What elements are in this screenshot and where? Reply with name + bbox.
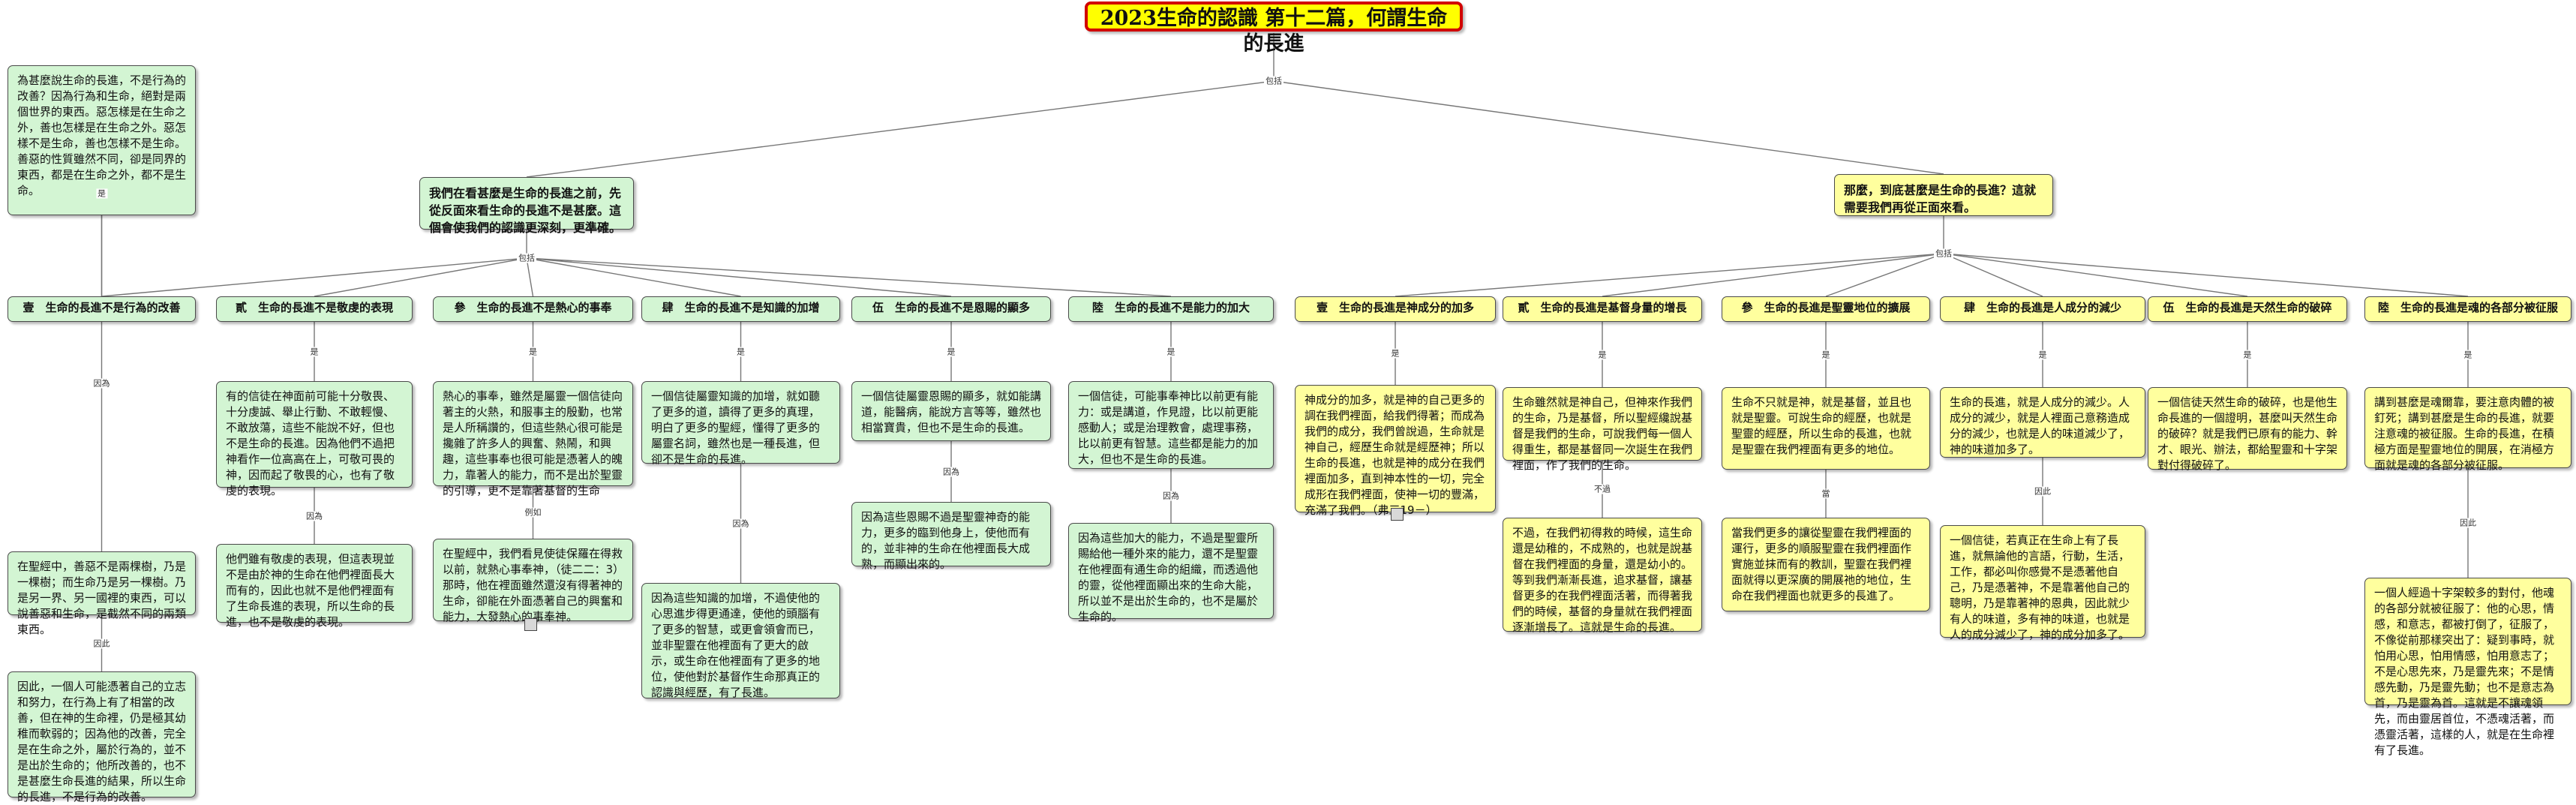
connector-line xyxy=(314,257,527,297)
relation-label: 因為 xyxy=(731,518,751,528)
right-note[interactable]: 生命雖然就是神自己，但神來作我們的生命，乃是基督，所以聖經纔說基督是我們的生命，… xyxy=(1503,387,1702,472)
left-topic[interactable]: 肆 生命的長進不是知識的加增 xyxy=(641,296,840,322)
relation-label: 是 xyxy=(527,347,539,356)
relation-label: 是 xyxy=(2241,350,2253,359)
right-topic[interactable]: 壹 生命的長進是神成分的加多 xyxy=(1295,296,1496,322)
right-note[interactable]: 當我們更多的讓從聖靈在我們裡面的運行，更多的順服聖靈在我們裡面作實施並抹而有的教… xyxy=(1722,518,1930,611)
right-topic[interactable]: 陸 生命的長進是魂的各部分被征服 xyxy=(2364,296,2571,322)
connector-line xyxy=(526,257,534,297)
connector-line xyxy=(1943,253,2469,297)
relation-label: 是 xyxy=(1389,348,1401,359)
connector-line xyxy=(1943,253,2248,297)
left-note[interactable]: 因此，一個人可能憑著自己的立志和努力，在行為上有了相當的改善，但在神的生命裡，仍… xyxy=(8,671,196,803)
left-note[interactable]: 一個信徒，可能事奉神比以前更有能力：或是講道，作見證，比以前更能感動人；或是治理… xyxy=(1068,381,1274,469)
connector-line xyxy=(526,257,741,297)
relation-label: 因此 xyxy=(92,638,112,648)
relation-label: 是 xyxy=(1165,347,1177,356)
relation-label: 因為 xyxy=(1161,491,1181,501)
left-note[interactable]: 為甚麼說生命的長進，不是行為的改善？因為行為和生命，絕對是兩個世界的東西。惡怎樣… xyxy=(8,65,196,215)
right-topic[interactable]: 貳 生命的長進是基督身量的增長 xyxy=(1503,296,1702,322)
left-note[interactable]: 在聖經中，我們看見使徒保羅在得救以前，就熱心事奉神，（徒二二：3）那時，他在裡面… xyxy=(433,539,633,623)
right-topic[interactable]: 肆 生命的長進是人成分的減少 xyxy=(1940,296,2145,322)
left-topic[interactable]: 參 生命的長進不是熱心的事奉 xyxy=(433,296,633,322)
root-topic[interactable]: 2023生命的認識 第十二篇，何謂生命的長進 xyxy=(1085,2,1463,56)
right-note[interactable]: 一個信徒天然生命的破碎，也是他生命長進的一個證明，甚麼叫天然生命的破碎？就是我們… xyxy=(2148,387,2347,472)
relation-label: 是 xyxy=(308,347,320,356)
right-note[interactable]: 神成分的加多，就是神的自己更多的調在我們裡面，給我們得著；而成為我們的成分，我們… xyxy=(1295,385,1496,517)
left-note[interactable]: 一個信徒屬靈知識的加增，就如聽了更多的道，讀得了更多的真理，明白了更多的聖經，懂… xyxy=(641,381,840,466)
relation-label: 是 xyxy=(735,347,746,356)
relation-label: 是 xyxy=(1596,350,1608,359)
attachment-note-icon[interactable] xyxy=(524,618,537,631)
right-note[interactable]: 生命的長進，就是人成分的減少。人成分的減少，就是人裡面己意務造成分的減少，也就是… xyxy=(1940,387,2145,458)
right-note[interactable]: 不過，在我們初得救的時候，這生命還是幼稚的，不成熟的，也就是說基督在我們裡面的身… xyxy=(1503,518,1702,634)
left-topic[interactable]: 陸 生命的長進不是能力的加大 xyxy=(1068,296,1274,322)
relation-label: 不過 xyxy=(1593,484,1612,494)
connector-line xyxy=(1943,253,2043,297)
relation-label: 包括 xyxy=(1934,248,1953,259)
relation-label: 是 xyxy=(2037,350,2049,359)
relation-label: 因為 xyxy=(305,511,324,521)
connector-line xyxy=(526,80,1274,178)
left-note[interactable]: 在聖經中，善惡不是兩棵樹，乃是一棵樹；而生命乃是另一棵樹。乃是另一界、另一國裡的… xyxy=(8,551,196,636)
connector-line xyxy=(1602,253,1944,297)
relation-label: 例如 xyxy=(523,507,543,518)
right-topic[interactable]: 伍 生命的長進是天然生命的破碎 xyxy=(2148,296,2347,322)
relation-label: 因為 xyxy=(92,378,112,389)
relation-label: 因此 xyxy=(2033,486,2052,497)
right-topic[interactable]: 參 生命的長進是聖靈地位的擴展 xyxy=(1722,296,1930,322)
left-topic[interactable]: 壹 生命的長進不是行為的改善 xyxy=(8,296,196,322)
left-note[interactable]: 有的信徒在神面前可能十分敬畏、十分虔誠、舉止行動、不敢輕慢、不敢放蕩，這些不能說… xyxy=(216,381,413,497)
left-note[interactable]: 熱心的事奉，雖然是屬靈一個信徒向著主的火熱，和服事主的殷勤，也常是人所稱讚的，但… xyxy=(433,381,633,497)
left-note[interactable]: 因為這些加大的能力，不過是聖靈所賜給他一種外來的能力，還不是聖靈在他裡面有通生命… xyxy=(1068,523,1274,623)
left-note[interactable]: 因為這些恩賜不過是聖靈神奇的能力，更多的臨到他身上，使他而有的，並非神的生命在他… xyxy=(851,502,1051,571)
connector-line xyxy=(1273,80,1944,175)
relation-label: 是 xyxy=(96,188,107,199)
left-note[interactable]: 因為這些知識的加增，不過使他的心思進步得更通達，使他的頭腦有了更多的智慧，或更會… xyxy=(641,583,840,699)
connector-line xyxy=(1395,253,1944,297)
right-note[interactable]: 一個信徒，若真正在生命上有了長進，就無論他的言語，行動，生活，工作，都必叫你感覺… xyxy=(1940,525,2145,641)
right-note[interactable]: 一個人經過十字架較多的對付，他魂的各部分就被征服了：他的心思，情感，和意志，都被… xyxy=(2364,578,2571,757)
left-topic[interactable]: 貳 生命的長進不是敬虔的表現 xyxy=(216,296,413,322)
connector-line xyxy=(526,257,952,297)
left-branch-topic[interactable]: 我們在看甚麼是生命的長進之前，先從反面來看生命的長進不是甚麼。這個會使我們的認識… xyxy=(419,177,634,235)
relation-label: 因此 xyxy=(2458,518,2478,528)
relation-label: 因為 xyxy=(941,467,961,476)
relation-label: 是 xyxy=(2462,350,2474,359)
relation-label: 是 xyxy=(1820,350,1832,359)
left-topic[interactable]: 伍 生命的長進不是恩賜的顯多 xyxy=(851,296,1051,322)
relation-label: 包括 xyxy=(517,253,536,263)
connector-line xyxy=(526,257,1172,297)
relation-label: 是 xyxy=(945,347,957,356)
connector-line xyxy=(101,257,527,297)
left-note[interactable]: 他們雖有敬虔的表現，但這表現並不是由於神的生命在他們裡面長大而有的，因此也就不是… xyxy=(216,544,413,629)
attachment-note-icon[interactable] xyxy=(1391,508,1404,521)
left-note[interactable]: 一個信徒屬靈恩賜的顯多，就如能講道，能醫病，能說方言等等，雖然也相當寶貴，但也不… xyxy=(851,381,1051,441)
right-note[interactable]: 講到甚麼是魂爾靠，要注意肉體的被釘死；講到甚麼是生命的長進，就要注意魂的被征服。… xyxy=(2364,387,2571,472)
right-note[interactable]: 生命不只就是神，就是基督，並且也就是聖靈。可說生命的經歷，也就是聖靈的經歷，所以… xyxy=(1722,387,1930,470)
relation-label: 包括 xyxy=(1264,76,1283,86)
right-branch-topic[interactable]: 那麼，到底甚麼是生命的長進？這就需要我們再從正面來看。 xyxy=(1834,174,2053,216)
relation-label: 當 xyxy=(1820,488,1832,499)
connector-line xyxy=(1825,253,1944,297)
